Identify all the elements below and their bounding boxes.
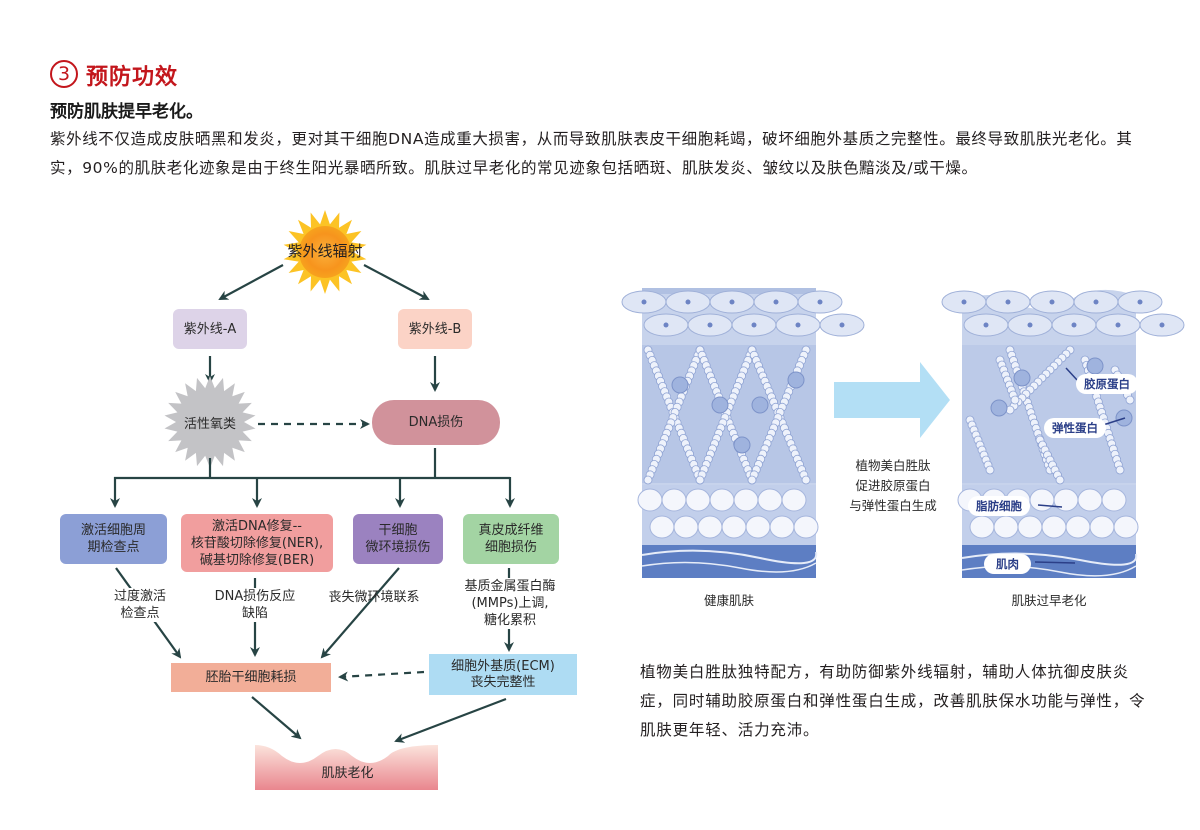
- branch-box-dna-repair: 激活DNA修复-- 核苷酸切除修复(NER), 碱基切除修复(BER): [181, 514, 333, 572]
- uvb-box: 紫外线-B: [398, 309, 472, 349]
- ecm-loss-label: 细胞外基质(ECM) 丧失完整性: [451, 658, 555, 690]
- arrow-description: 植物美白胜肽 促进胶原蛋白 与弹性蛋白生成: [849, 458, 937, 513]
- skin-aging-wave-shape: [255, 745, 438, 790]
- stem-cell-exhaustion-label: 胚胎干细胞耗损: [205, 670, 297, 685]
- ros-burst-shape: [164, 376, 256, 468]
- collagen-tag: 胶原蛋白: [1076, 374, 1138, 394]
- right-arrow-icon: [834, 362, 950, 438]
- effect-label: 基质金属蛋白酶 (MMPs)上调, 糖化累积: [450, 578, 570, 629]
- branch-box-fibroblast: 真皮成纤维 细胞损伤: [463, 514, 559, 564]
- section-number-badge: 3: [50, 60, 78, 88]
- fat-cell-tag: 脂肪细胞: [968, 496, 1030, 516]
- effect-label: 丧失微环境联系: [328, 590, 420, 605]
- aged-skin-caption: 肌肤过早老化: [1011, 593, 1087, 608]
- sun-icon: [283, 210, 367, 294]
- healthy-skin-caption: 健康肌肤: [703, 593, 754, 608]
- muscle-tag: 肌肉: [984, 554, 1031, 574]
- branch-box-cell-cycle: 激活细胞周 期检查点: [60, 514, 167, 564]
- dna-damage-label: DNA损伤: [408, 415, 464, 430]
- uv-radiation-label: 紫外线辐射: [287, 242, 363, 260]
- aged-skin-illustration: [941, 288, 1185, 578]
- branch-label: 干细胞 微环境损伤: [365, 523, 431, 555]
- intro-paragraph: 紫外线不仅造成皮肤晒黑和发炎，更对其干细胞DNA造成重大损害，从而导致肌肤表皮干…: [50, 130, 1133, 177]
- arrow-sun-to-uvb: [363, 264, 430, 300]
- section-title: 预防功效: [86, 65, 179, 90]
- branch-box-stem-niche: 干细胞 微环境损伤: [353, 514, 443, 564]
- branch-label: 真皮成纤维 细胞损伤: [478, 523, 544, 555]
- effect-label: DNA损伤反应 缺陷: [203, 588, 307, 622]
- ros-label: 活性氧类: [183, 417, 236, 432]
- arrow-sun-to-uva: [218, 264, 284, 300]
- healthy-skin-illustration: [621, 288, 865, 578]
- effect-label: 过度激活 检查点: [100, 588, 180, 622]
- section-subtitle: 预防肌肤提早老化。: [50, 102, 203, 122]
- branch-label: 激活DNA修复-- 核苷酸切除修复(NER), 碱基切除修复(BER): [190, 518, 324, 568]
- product-description: 植物美白胜肽独特配方，有助防御紫外线辐射，辅助人体抗御皮肤炎症，同时辅助胶原蛋白…: [640, 663, 1146, 739]
- uvb-label: 紫外线-B: [408, 321, 462, 337]
- uva-label: 紫外线-A: [183, 321, 237, 337]
- dna-damage-box: DNA损伤: [372, 400, 500, 445]
- uva-box: 紫外线-A: [173, 309, 247, 349]
- branch-label: 激活细胞周 期检查点: [80, 523, 146, 555]
- elastin-tag: 弹性蛋白: [1044, 418, 1106, 438]
- skin-aging-label: 肌肤老化: [321, 766, 374, 781]
- ecm-loss-box: 细胞外基质(ECM) 丧失完整性: [429, 654, 577, 695]
- stem-cell-exhaustion-box: 胚胎干细胞耗损: [171, 663, 331, 692]
